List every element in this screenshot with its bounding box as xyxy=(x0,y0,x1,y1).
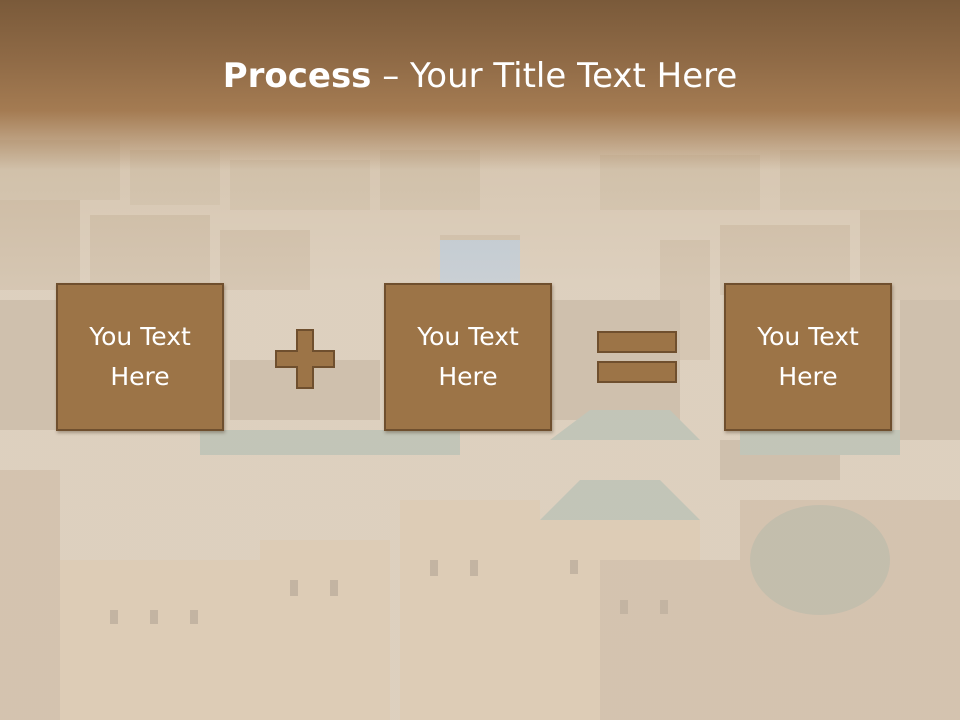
equals-icon xyxy=(597,331,677,383)
title-banner xyxy=(0,0,960,170)
text-box-2-label: You Text Here xyxy=(417,322,519,391)
text-box-1-label: You Text Here xyxy=(89,322,191,391)
title-rest: – Your Title Text Here xyxy=(371,56,738,96)
slide-title: Process – Your Title Text Here xyxy=(0,54,960,98)
plus-icon xyxy=(275,329,335,389)
text-box-3-label: You Text Here xyxy=(757,322,859,391)
text-box-3[interactable]: You Text Here xyxy=(724,283,892,431)
text-box-1[interactable]: You Text Here xyxy=(56,283,224,431)
text-box-2[interactable]: You Text Here xyxy=(384,283,552,431)
title-bold: Process xyxy=(222,56,372,96)
